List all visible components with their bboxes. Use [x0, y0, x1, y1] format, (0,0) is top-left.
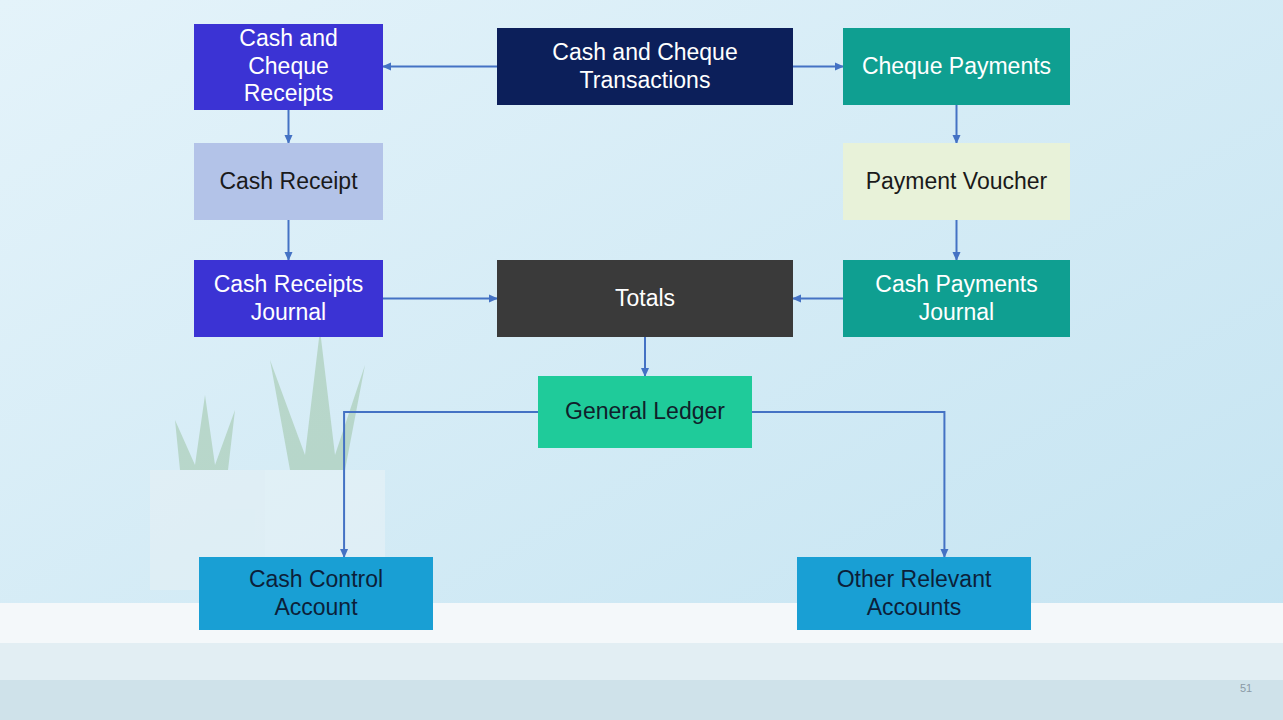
ledger-box: General Ledger — [538, 376, 752, 448]
flow-arrow — [752, 412, 944, 557]
box-text: Cash and Cheque Transactions — [507, 39, 783, 94]
box-text: Cash Receipts Journal — [204, 271, 373, 326]
flow-arrow — [956, 220, 958, 260]
box-text: Other Relevant Accounts — [807, 566, 1021, 621]
journal-box: Cash Payments Journal — [843, 260, 1070, 337]
journal-box: Cash Receipts Journal — [194, 260, 383, 337]
flow-arrow — [383, 66, 497, 68]
box-text: Payment Voucher — [866, 168, 1048, 196]
flow-arrow — [793, 66, 843, 68]
flow-arrow — [644, 337, 646, 376]
box-text: General Ledger — [565, 398, 725, 426]
flow-arrow — [288, 110, 290, 144]
floor-band — [0, 643, 1283, 720]
footer-band — [0, 680, 1283, 720]
box-text: Cash Control Account — [209, 566, 423, 621]
shelf-band — [0, 603, 1283, 643]
account-box: Cash Control Account — [199, 557, 433, 630]
box-text: Cash Receipt — [219, 168, 357, 196]
flow-arrow — [956, 105, 958, 143]
flow-arrow — [793, 298, 843, 300]
box-text: Cheque Payments — [862, 53, 1051, 81]
transactions-box: Cash and Cheque Transactions — [497, 28, 793, 105]
receipt-box: Cash Receipt — [194, 143, 383, 220]
payments-box: Cheque Payments — [843, 28, 1070, 105]
flow-arrow — [344, 412, 538, 557]
box-text: Totals — [615, 285, 675, 313]
page-number: 51 — [1240, 682, 1252, 694]
account-box: Other Relevant Accounts — [797, 557, 1031, 630]
receipts-box: Cash and Cheque Receipts — [194, 24, 383, 110]
voucher-box: Payment Voucher — [843, 143, 1070, 220]
flow-arrow — [288, 220, 290, 260]
flow-arrow — [383, 298, 497, 300]
box-text: Cash Payments Journal — [853, 271, 1060, 326]
totals-box: Totals — [497, 260, 793, 337]
box-text: Cash and Cheque Receipts — [204, 25, 373, 108]
